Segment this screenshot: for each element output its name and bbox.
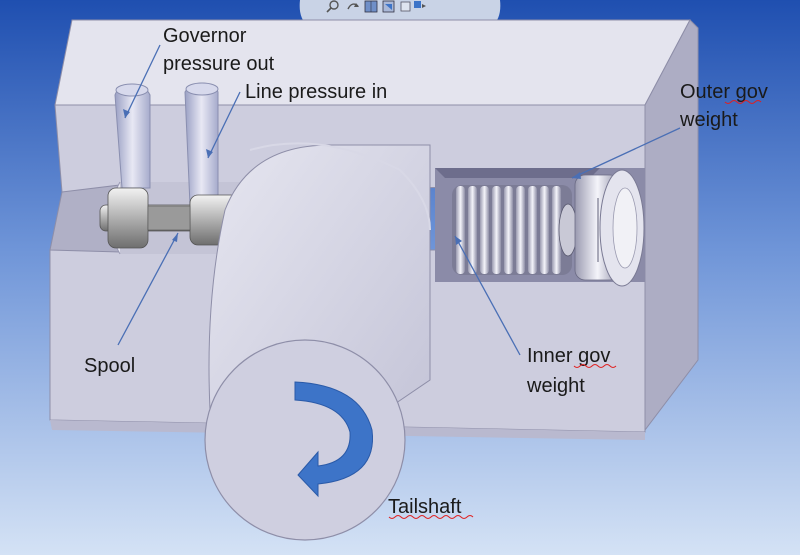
rotate-icon[interactable]	[347, 3, 359, 10]
zoom-icon[interactable]	[326, 0, 339, 13]
label-inner-gov-weight-line2: weight	[526, 375, 585, 397]
label-inner-gov-weight-line1: Inner gov	[527, 345, 610, 367]
outer-governor-weight	[574, 169, 645, 287]
section-view-icon[interactable]	[382, 0, 395, 13]
tailshaft-end-face	[204, 339, 406, 541]
spellcheck-underline-outer	[724, 100, 762, 104]
spellcheck-underline-inner	[573, 364, 617, 368]
leader-lines	[117, 44, 681, 356]
view-cube-icon[interactable]	[364, 0, 378, 13]
spool-valve	[99, 187, 261, 249]
label-outer-gov-weight-line2: weight	[679, 109, 738, 131]
label-governor-pressure-out-line1: Governor	[163, 25, 247, 47]
inner-governor-weight	[452, 185, 578, 275]
rotation-arrow-icon	[294, 381, 374, 498]
label-tailshaft: Tailshaft	[388, 496, 462, 518]
label-line-pressure-in: Line pressure in	[245, 81, 387, 103]
display-style-icon[interactable]	[400, 1, 426, 12]
leader-arrowheads	[123, 109, 581, 245]
coil-rings	[456, 186, 561, 274]
spellcheck-underline-tailshaft	[388, 515, 474, 519]
tailshaft-cylinder	[204, 142, 431, 541]
label-governor-pressure-out-line2: pressure out	[163, 53, 275, 75]
label-outer-gov-weight-line1: Outer gov	[680, 81, 768, 103]
label-spool: Spool	[84, 355, 135, 377]
line-pressure-tube	[184, 82, 219, 206]
